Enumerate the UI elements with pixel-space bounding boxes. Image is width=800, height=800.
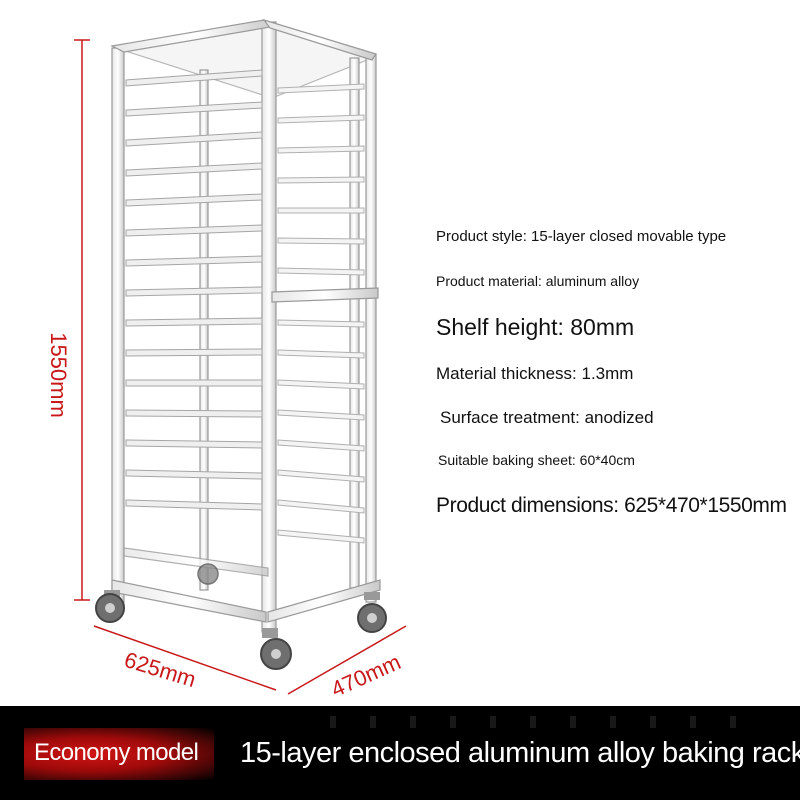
product-image: 1550mm 625mm 470mm <box>0 0 430 705</box>
spec-material-thickness: Material thickness: 1.3mm <box>436 364 634 383</box>
baking-rack-illustration <box>74 18 407 695</box>
spec-shelf-height: Shelf height: 80mm <box>436 314 635 340</box>
caster-front-right <box>260 628 292 670</box>
banner-decoration <box>330 716 750 728</box>
shelf-rails <box>125 69 263 511</box>
spec-product-material: Product material: aluminum alloy <box>436 273 640 289</box>
width-dimension-line <box>93 625 277 691</box>
bottom-banner: Economy model 15-layer enclosed aluminum… <box>0 706 800 800</box>
caster-back-left <box>197 563 219 585</box>
banner-title: 15-layer enclosed aluminum alloy baking … <box>240 737 800 769</box>
spec-product-dimensions: Product dimensions: 625*470*1550mm <box>436 494 787 517</box>
spec-list: Product style: 15-layer closed movable t… <box>436 0 800 700</box>
depth-dimension-line <box>287 625 407 695</box>
caster-wheels <box>95 563 387 670</box>
spec-product-style: Product style: 15-layer closed movable t… <box>436 228 727 245</box>
caster-back-right <box>357 592 387 633</box>
spec-baking-sheet: Suitable baking sheet: 60*40cm <box>438 452 635 468</box>
model-badge <box>24 728 214 780</box>
height-dimension-line <box>74 39 90 601</box>
model-badge-label: Economy model <box>34 739 199 766</box>
height-dimension-label: 1550mm <box>46 332 71 418</box>
side-shelf-rails <box>277 83 365 544</box>
spec-surface-treatment: Surface treatment: anodized <box>440 408 654 427</box>
caster-front-left <box>95 590 125 623</box>
